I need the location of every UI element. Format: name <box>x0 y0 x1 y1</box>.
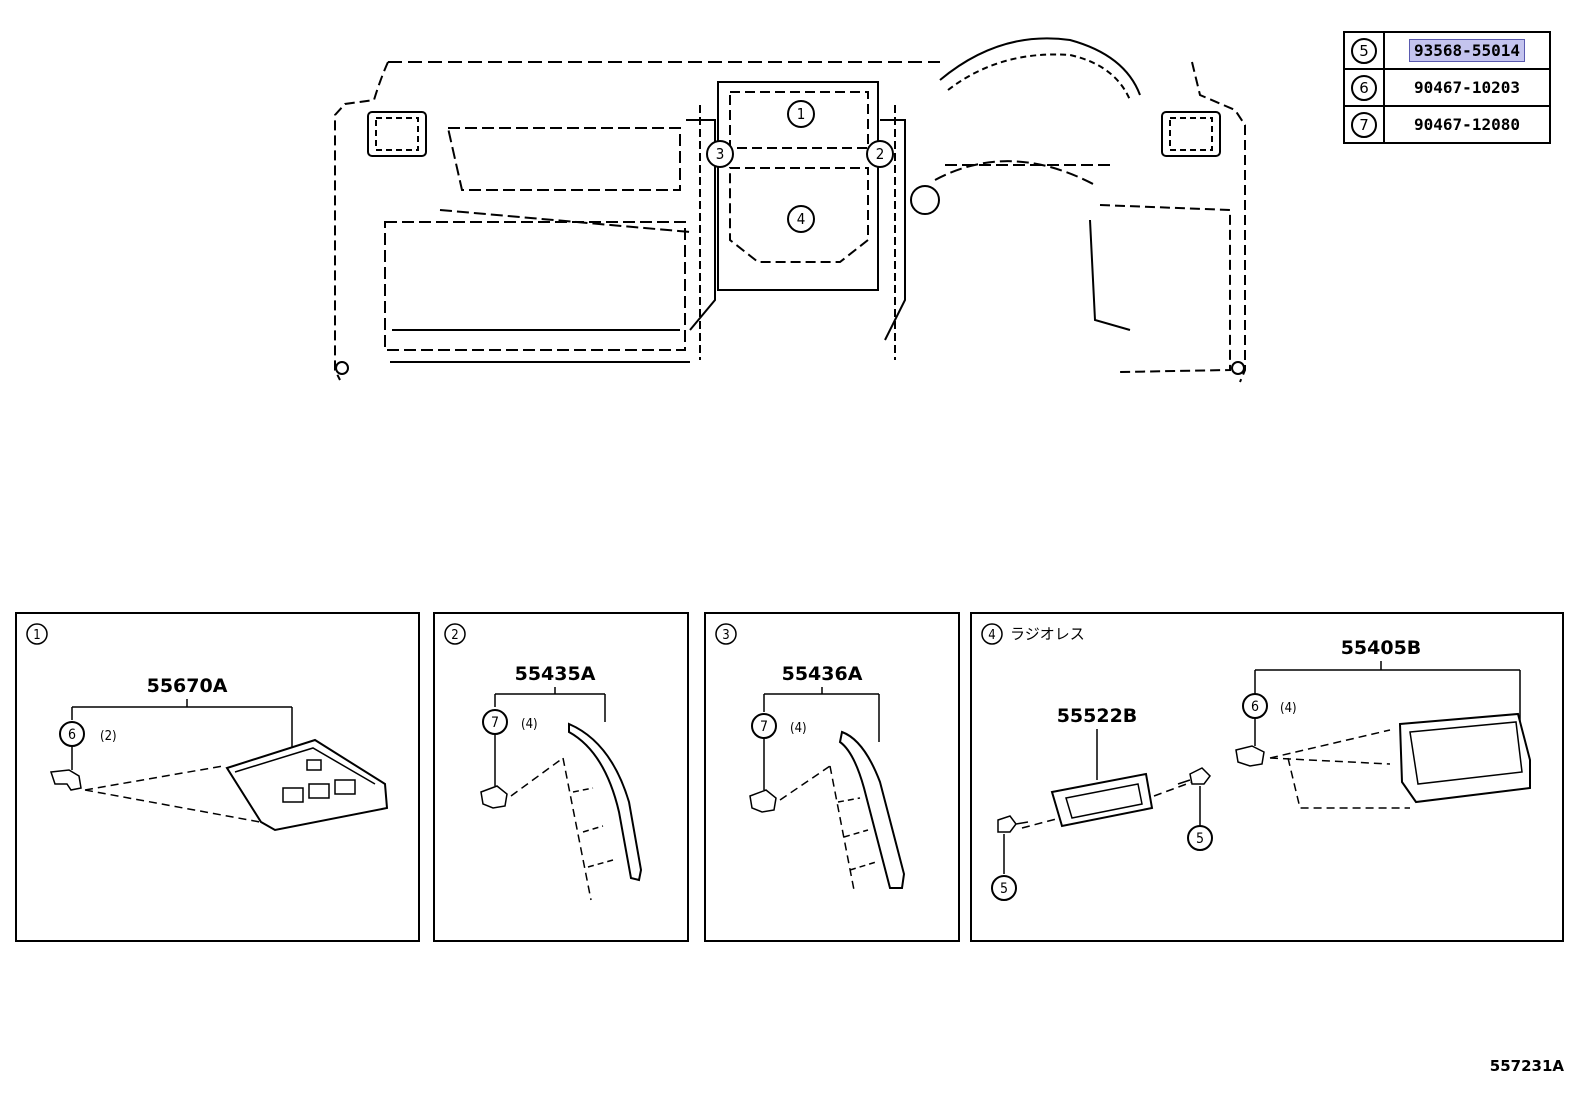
panel-ref: 2 <box>451 628 458 643</box>
screw-icon <box>997 815 1029 833</box>
panel-1-center-cluster-finish: 1 55670A 6 (2) <box>15 612 420 942</box>
part-code-55435A[interactable]: 55435A <box>515 663 596 685</box>
screw-ref-right[interactable]: 5 <box>1196 831 1204 847</box>
parts-row[interactable]: 7 90467-12080 <box>1343 105 1551 144</box>
ref-number: 5 <box>1351 37 1377 64</box>
part-number[interactable]: 90467-12080 <box>1383 105 1551 144</box>
diagram-code: 557231A <box>1489 1057 1564 1075</box>
panel-ref: 1 <box>33 628 40 643</box>
panel-ref: 3 <box>722 628 729 643</box>
panel-note: ラジオレス <box>1010 625 1085 643</box>
part-code-55436A[interactable]: 55436A <box>782 663 863 685</box>
parts-row[interactable]: 5 93568-55014 <box>1343 31 1551 70</box>
parts-table: 5 93568-55014 6 90467-10203 7 90467-1208… <box>1343 31 1551 144</box>
overview-callout-1[interactable]: 1 <box>797 105 806 123</box>
fastener-qty: (4) <box>790 721 807 736</box>
panel-2-side-panel-right: 2 55435A 7 (4) <box>433 612 689 942</box>
part-code-55405B[interactable]: 55405B <box>1341 637 1422 659</box>
fastener-ref[interactable]: 6 <box>1251 699 1259 715</box>
screw-icon <box>1177 767 1211 785</box>
dashboard-overview-drawing: 1 2 3 4 <box>334 37 1246 383</box>
clip-icon <box>480 785 508 809</box>
ref-number: 6 <box>1351 74 1377 101</box>
side-trim-icon <box>838 730 906 889</box>
fastener-ref[interactable]: 7 <box>760 719 768 735</box>
overview-callout-2[interactable]: 2 <box>876 145 885 163</box>
clip-icon <box>749 789 777 813</box>
part-code-55522B[interactable]: 55522B <box>1057 705 1138 727</box>
sub-unit-icon <box>1050 772 1154 828</box>
part-code-55670A[interactable]: 55670A <box>147 675 228 697</box>
part-number[interactable]: 90467-10203 <box>1383 68 1551 107</box>
overview-callout-4[interactable]: 4 <box>797 210 806 228</box>
panel-4-radio-less: 4 ラジオレス 55405B 6 (4) 55522B 5 5 <box>970 612 1564 942</box>
panel-3-side-panel-left: 3 55436A 7 (4) <box>704 612 960 942</box>
fastener-qty: (2) <box>100 729 117 744</box>
fastener-ref[interactable]: 7 <box>491 715 499 731</box>
panel-ref: 4 <box>988 628 995 643</box>
fastener-qty: (4) <box>1280 701 1297 716</box>
screw-ref-left[interactable]: 5 <box>1000 881 1008 897</box>
display-unit-icon <box>1398 712 1531 804</box>
side-trim-icon <box>568 722 643 882</box>
fastener-ref[interactable]: 6 <box>68 727 76 743</box>
fastener-qty: (4) <box>521 717 538 732</box>
overview-callout-3[interactable]: 3 <box>716 145 725 163</box>
clip-icon <box>49 769 82 791</box>
ref-number: 7 <box>1351 111 1377 138</box>
parts-row[interactable]: 6 90467-10203 <box>1343 68 1551 107</box>
clip-icon <box>1235 745 1265 767</box>
part-number-highlighted[interactable]: 93568-55014 <box>1409 39 1525 62</box>
cluster-finish-panel-icon <box>225 738 389 832</box>
